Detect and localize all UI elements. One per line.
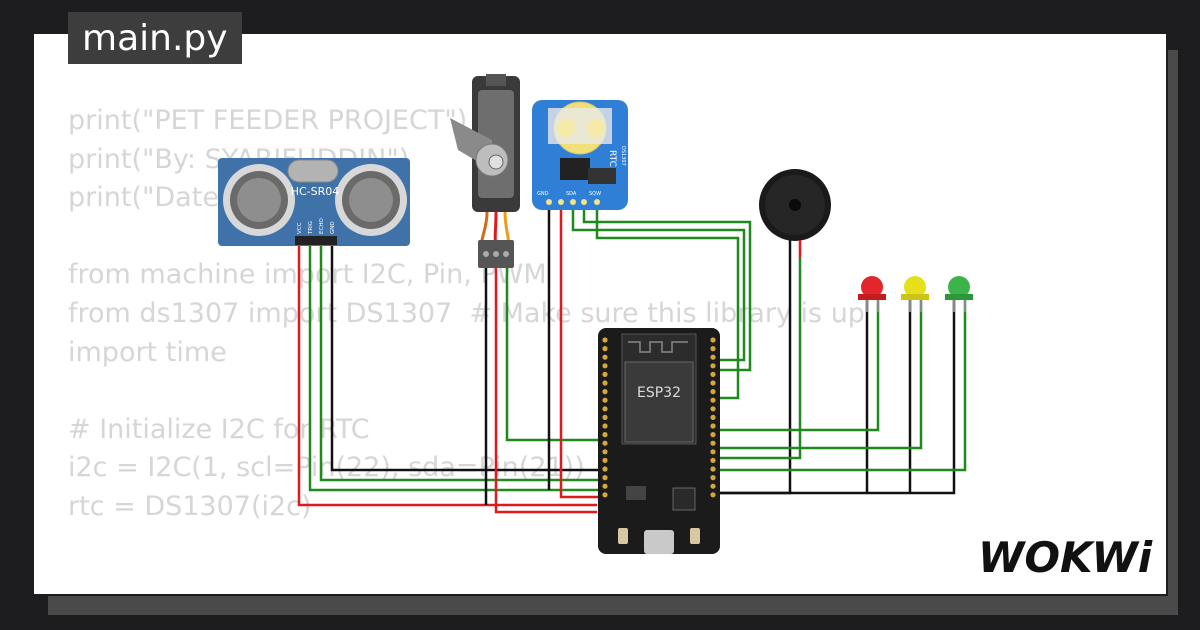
code-line: import time: [68, 336, 227, 368]
rtc-pin-sda: SDA: [566, 191, 577, 197]
wire-rtc-5v: [559, 205, 605, 499]
wires: [297, 205, 967, 514]
esp32-pin[interactable]: [602, 414, 608, 420]
file-tab[interactable]: main.py: [68, 12, 242, 64]
esp32-pin[interactable]: [710, 354, 716, 360]
esp32-pin[interactable]: [602, 380, 608, 386]
pin-label-echo: ECHO: [319, 218, 325, 234]
led-green[interactable]: [945, 276, 973, 312]
wire-ultrasonic-trig: [308, 240, 605, 492]
code-preview: print("PET FEEDER PROJECT")print("By: SY…: [68, 102, 865, 527]
esp32-pin[interactable]: [602, 492, 608, 498]
esp32-pin[interactable]: [710, 475, 716, 481]
esp32-pin[interactable]: [602, 440, 608, 446]
wire-ultrasonic-gnd: [330, 240, 605, 472]
code-line: i2c = I2C(1, scl=Pin(22), sda=Pin(21)): [68, 452, 585, 484]
code-line: rtc = DS1307(i2c): [68, 490, 312, 522]
servo-motor[interactable]: [450, 74, 520, 268]
esp32-pin[interactable]: [710, 380, 716, 386]
wire-led-yellow-signal: [720, 300, 923, 450]
code-line: # Initialize I2C for RTC: [68, 413, 370, 445]
esp32-pin[interactable]: [710, 389, 716, 395]
esp32-pin[interactable]: [602, 475, 608, 481]
pin-label-vcc: VCC: [297, 222, 303, 234]
rtc-label: RTC: [607, 150, 617, 167]
wire-led-green-signal: [720, 300, 967, 472]
esp32-pin[interactable]: [602, 432, 608, 438]
wire-ultrasonic-vcc: [297, 240, 597, 507]
esp32-pin[interactable]: [710, 397, 716, 403]
wire-servo-vcc: [494, 268, 597, 514]
wire-rtc-sqw: [595, 205, 740, 400]
esp32-pin[interactable]: [602, 423, 608, 429]
esp32-pin[interactable]: [710, 466, 716, 472]
esp32-pin[interactable]: [710, 346, 716, 352]
esp32-pin[interactable]: [710, 432, 716, 438]
esp32-pin[interactable]: [602, 389, 608, 395]
rtc-chip-label: DS1307: [620, 146, 626, 166]
wokwi-logo: WOKWi: [978, 533, 1153, 582]
wire-servo-signal: [505, 268, 605, 442]
esp32-pin[interactable]: [710, 371, 716, 377]
code-line: print("PET FEEDER PROJECT"): [68, 105, 468, 136]
ultrasonic-label: HC-SR04: [291, 185, 340, 198]
esp32-pin[interactable]: [710, 492, 716, 498]
rtc-module[interactable]: RTC DS1307 GND SDA SQW: [532, 100, 628, 210]
pin-label-trig: TRIG: [308, 221, 314, 235]
led-yellow[interactable]: [901, 276, 929, 312]
esp32-pin[interactable]: [710, 337, 716, 343]
buzzer[interactable]: [759, 169, 831, 258]
wire-rtc-sda: [571, 205, 746, 362]
esp32-board[interactable]: ESP32: [598, 328, 720, 554]
rtc-pin-gnd: GND: [537, 191, 549, 197]
esp32-pin[interactable]: [602, 483, 608, 489]
esp32-label: ESP32: [637, 385, 681, 401]
esp32-pin[interactable]: [602, 449, 608, 455]
esp32-pin[interactable]: [602, 397, 608, 403]
esp32-pin[interactable]: [710, 406, 716, 412]
esp32-pin[interactable]: [710, 483, 716, 489]
esp32-pin[interactable]: [602, 457, 608, 463]
esp32-pin[interactable]: [710, 457, 716, 463]
wokwi-logo-text: WOKWi: [978, 533, 1153, 582]
wire-buzzer-signal: [720, 258, 802, 460]
esp32-pin[interactable]: [710, 440, 716, 446]
esp32-pin[interactable]: [602, 354, 608, 360]
esp32-pin[interactable]: [602, 371, 608, 377]
wire-led-green-gnd: [720, 300, 956, 495]
pin-label-gnd: GND: [330, 221, 336, 234]
esp32-pin[interactable]: [602, 337, 608, 343]
wire-rtc-scl: [582, 205, 752, 372]
esp32-pin[interactable]: [602, 406, 608, 412]
esp32-pin[interactable]: [602, 363, 608, 369]
esp32-pin[interactable]: [710, 363, 716, 369]
esp32-pin[interactable]: [710, 414, 716, 420]
wire-led-red-signal: [720, 300, 880, 432]
ultrasonic-sensor[interactable]: HC-SR04 VCC TRIG ECHO GND: [218, 158, 410, 246]
esp32-pin[interactable]: [602, 346, 608, 352]
esp32-pin[interactable]: [602, 466, 608, 472]
wire-ultrasonic-echo: [319, 240, 605, 482]
rtc-pin-sqw: SQW: [589, 191, 601, 197]
led-red[interactable]: [858, 276, 886, 312]
esp32-pin[interactable]: [710, 449, 716, 455]
esp32-pin[interactable]: [710, 423, 716, 429]
